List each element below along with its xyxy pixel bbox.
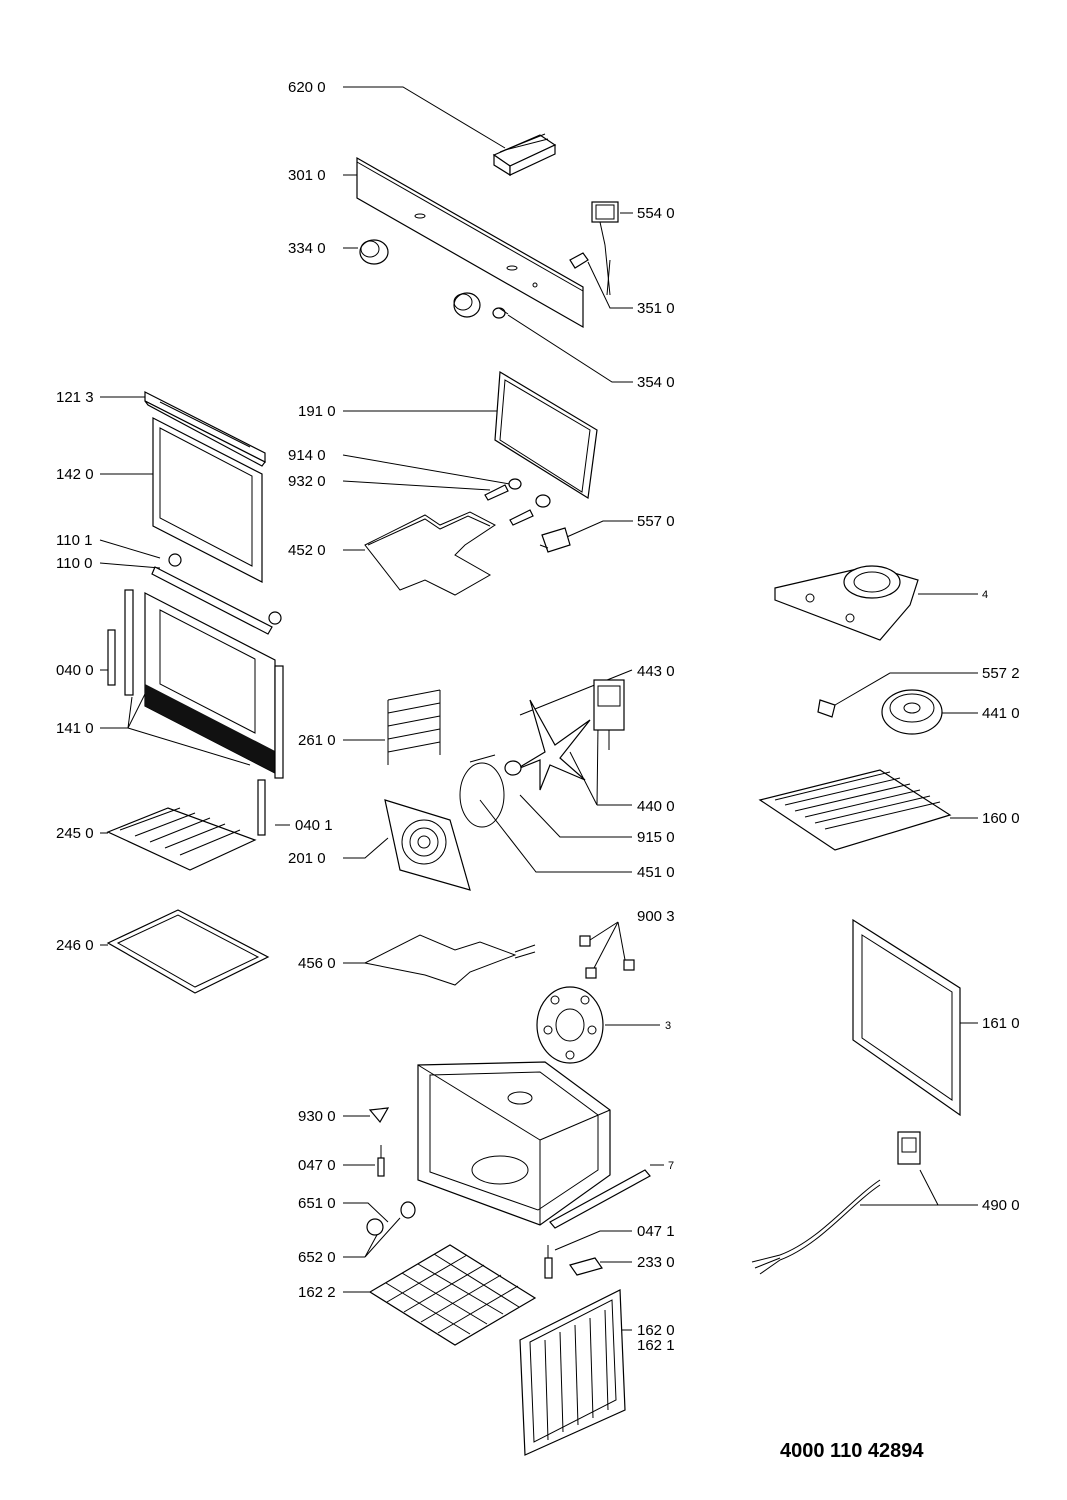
control-panel-301 [356, 156, 584, 329]
lamp-351 [569, 252, 589, 269]
nut-915 [504, 760, 522, 776]
label-456-0: 456 0 [298, 955, 336, 972]
label-452-0: 452 0 [288, 542, 326, 559]
knob-334 [359, 239, 389, 265]
label-3: 3 [665, 1020, 671, 1032]
label-047-1: 047 1 [637, 1223, 675, 1240]
label-160-0: 160 0 [982, 810, 1020, 827]
ring-element-451 [459, 754, 505, 828]
label-354-0: 354 0 [637, 374, 675, 391]
sensor-557-2 [817, 699, 836, 718]
label-915-0: 915 0 [637, 829, 675, 846]
fan-441 [881, 689, 943, 735]
power-cable-490 [751, 1131, 921, 1275]
thermostat-554 [591, 201, 619, 296]
door-top-profile-121 [144, 391, 266, 467]
switch-557 [539, 527, 571, 553]
bracket-233 [569, 1257, 603, 1276]
label-162-1: 162 1 [637, 1337, 675, 1354]
door-glass-142 [152, 417, 263, 583]
label-900-3: 900 3 [637, 908, 675, 925]
back-panel-162 [519, 1289, 626, 1456]
grill-element-452 [364, 511, 496, 596]
label-651-0: 651 0 [298, 1195, 336, 1212]
label-110-0: 110 0 [56, 555, 92, 572]
label-121-3: 121 3 [56, 389, 94, 406]
document-number: 4000 110 42894 [780, 1440, 924, 1462]
rack-245 [106, 807, 257, 871]
label-162-2: 162 2 [298, 1284, 336, 1301]
label-620-0: 620 0 [288, 79, 326, 96]
label-7: 7 [668, 1160, 674, 1172]
shelf-support-261 [387, 689, 441, 765]
label-932-0: 932 0 [288, 473, 326, 490]
clips-900 [579, 935, 635, 979]
callout-labels: 620 0 301 0 554 0 334 0 351 0 354 0 121 … [56, 79, 1020, 1354]
grid-162-2 [368, 1244, 537, 1346]
label-191-0: 191 0 [298, 403, 336, 420]
label-233-0: 233 0 [637, 1254, 675, 1271]
parts [106, 133, 961, 1456]
label-040-1: 040 1 [295, 817, 333, 834]
label-301-0: 301 0 [288, 167, 326, 184]
label-441-0: 441 0 [982, 705, 1020, 722]
button-354 [492, 307, 509, 319]
lamp-parts-914 [484, 478, 551, 526]
hinge-nuts-110 [168, 553, 282, 625]
door-profile-bar-110 [151, 566, 273, 635]
label-4: 4 [982, 589, 988, 601]
leader-lines [99, 86, 978, 1331]
knob-panel [453, 292, 481, 318]
label-161-0: 161 0 [982, 1015, 1020, 1032]
terminal-block-620 [492, 133, 557, 177]
label-040-0: 040 0 [56, 662, 94, 679]
fan-motor-443 [593, 679, 625, 750]
label-245-0: 245 0 [56, 825, 94, 842]
label-261-0: 261 0 [298, 732, 336, 749]
fan-housing-4 [774, 565, 919, 641]
lamp-holder-047 [377, 1145, 553, 1279]
label-351-0: 351 0 [637, 300, 675, 317]
gasket-191 [494, 370, 598, 500]
label-914-0: 914 0 [288, 447, 326, 464]
lower-element-456 [363, 934, 536, 986]
label-141-0: 141 0 [56, 720, 94, 737]
label-334-0: 334 0 [288, 240, 326, 257]
rear-cover-201 [384, 799, 471, 891]
label-557-0: 557 0 [637, 513, 675, 530]
label-246-0: 246 0 [56, 937, 94, 954]
grill-rack-160 [758, 769, 952, 851]
label-443-0: 443 0 [637, 663, 675, 680]
label-652-0: 652 0 [298, 1249, 336, 1266]
label-201-0: 201 0 [288, 850, 326, 867]
label-162-0: 162 0 [637, 1322, 675, 1339]
fan-blade-440 [514, 699, 591, 791]
rail-7 [549, 1169, 651, 1229]
label-047-0: 047 0 [298, 1157, 336, 1174]
rear-disc-3 [536, 986, 604, 1064]
baking-tray-246 [106, 909, 270, 994]
side-panel-161 [852, 918, 961, 1117]
oven-cavity [417, 1061, 611, 1226]
label-142-0: 142 0 [56, 466, 94, 483]
door-frame-141 [124, 589, 284, 779]
knobs-651 [366, 1201, 416, 1236]
label-440-0: 440 0 [637, 798, 675, 815]
clip-930 [368, 1107, 390, 1124]
label-557-2: 557 2 [982, 665, 1020, 682]
label-110-1: 110 1 [56, 532, 92, 549]
label-451-0: 451 0 [637, 864, 675, 881]
label-490-0: 490 0 [982, 1197, 1020, 1214]
label-554-0: 554 0 [637, 205, 675, 222]
hinge-040 [107, 629, 266, 836]
label-930-0: 930 0 [298, 1108, 336, 1125]
